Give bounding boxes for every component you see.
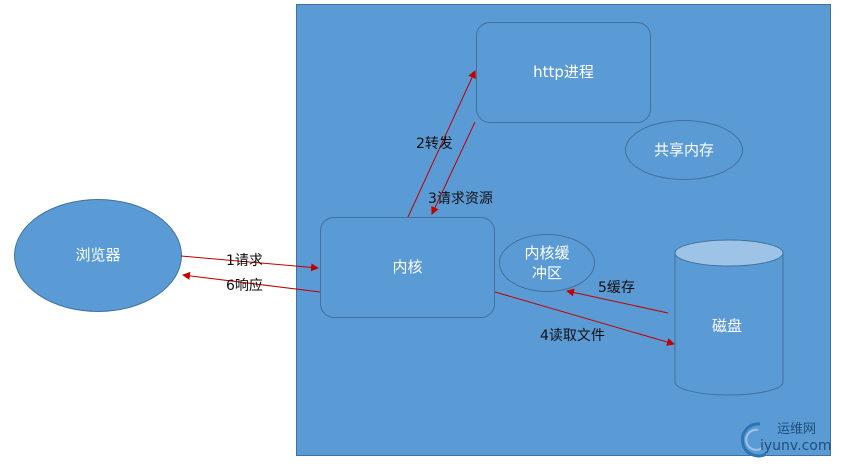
request-resource-arrow [431, 121, 476, 215]
request-label: 1请求 [226, 253, 263, 269]
cache-label: 5缓存 [598, 280, 635, 296]
watermark-url: iyunv.com [760, 438, 832, 454]
http-process-label: http进程 [533, 63, 594, 82]
disk-label: 磁盘 [712, 317, 743, 335]
forward-arrow [407, 70, 476, 218]
shared-memory-label: 共享内存 [653, 140, 714, 159]
kernel-label: 内核 [392, 258, 423, 277]
http-process-node: http进程 [476, 22, 651, 123]
disk-node [674, 239, 784, 396]
kernel-buffer-node: 内核缓 冲区 [499, 234, 595, 292]
cache-arrow [566, 288, 669, 314]
response-arrow [182, 271, 321, 293]
shared-memory-node: 共享内存 [625, 120, 743, 180]
forward-label: 2转发 [416, 136, 453, 152]
kernel-buffer-label-line2: 冲区 [531, 264, 562, 282]
request-resource-label: 3请求资源 [428, 191, 493, 207]
read-file-arrow [494, 291, 675, 346]
read-file-label: 4读取文件 [540, 328, 605, 344]
watermark-cn: 运维网 [777, 422, 817, 437]
kernel-node: 内核 [320, 217, 495, 318]
browser-node: 浏览器 [14, 199, 182, 312]
browser-label: 浏览器 [75, 246, 121, 265]
request-arrow [180, 255, 319, 272]
watermark-logo-icon [740, 422, 767, 458]
kernel-buffer-label: 内核缓 冲区 [524, 243, 569, 284]
kernel-buffer-label-line1: 内核缓 [524, 243, 570, 262]
response-label: 6响应 [226, 278, 263, 294]
